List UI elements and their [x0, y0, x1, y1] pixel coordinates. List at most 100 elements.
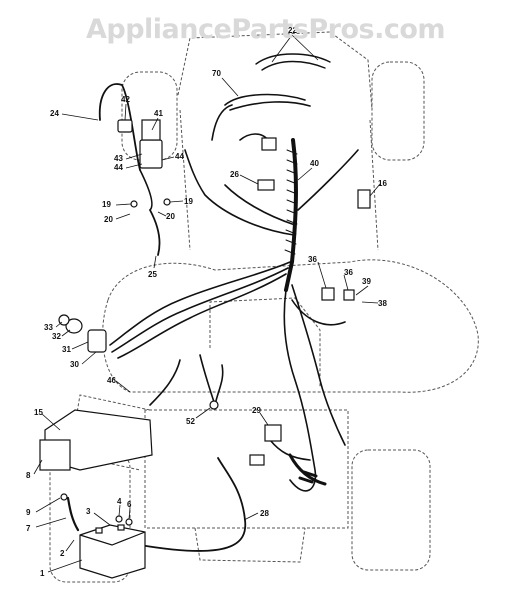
- callout-8: 8: [26, 471, 31, 480]
- rear-left-wheel-outline: [49, 451, 131, 583]
- callout-42: 42: [121, 95, 130, 104]
- leader-22a: [271, 34, 293, 63]
- leader-70: [221, 77, 239, 97]
- main-harness-coil: [284, 149, 298, 255]
- connector-16: [357, 189, 371, 209]
- leader-1: [47, 559, 83, 573]
- leader-3: [93, 512, 111, 526]
- leader-32: [61, 329, 71, 337]
- battery-top: [79, 531, 146, 546]
- frame-right-rail: [369, 119, 379, 251]
- rear-right-wheel-outline: [351, 449, 431, 571]
- callout-labels: 22 70 24 42 41 43 44 44 40 26 16 19 19 2…: [26, 26, 387, 578]
- leader-36a: [317, 261, 327, 289]
- leader-43: [125, 153, 143, 160]
- callout-43: 43: [114, 154, 123, 163]
- front-right-wheel-outline: [371, 61, 425, 161]
- leader-20a: [115, 213, 131, 220]
- leader-20b: [157, 211, 167, 217]
- leader-7: [35, 517, 67, 528]
- leader-42: [124, 103, 127, 121]
- leader-29: [259, 412, 269, 426]
- harness-to-engine-2: [199, 354, 216, 406]
- callout-3: 3: [86, 507, 91, 516]
- rear-fender-outline: [194, 527, 306, 563]
- solenoid: [139, 139, 163, 169]
- leader-lines: [33, 34, 381, 573]
- ring-terminal-9: [60, 493, 68, 501]
- ring-terminal-4: [115, 515, 123, 523]
- leader-44a: [125, 163, 143, 169]
- leader-8: [33, 459, 43, 475]
- cable-25: [149, 209, 161, 256]
- leader-38: [361, 301, 379, 304]
- leader-16: [369, 183, 381, 197]
- connector-26: [257, 179, 275, 191]
- connector-top: [261, 137, 277, 151]
- switch-38: [343, 289, 355, 301]
- relay-42: [117, 119, 133, 133]
- light-bar: [255, 53, 331, 71]
- harness-to-dash-3: [117, 273, 287, 359]
- callout-30: 30: [70, 360, 79, 369]
- callout-1: 1: [40, 569, 45, 578]
- seat-outline: [209, 297, 321, 388]
- seat-switch: [264, 424, 282, 442]
- harness-to-seat-switch: [297, 149, 359, 211]
- leader-44b: [161, 156, 175, 161]
- harness-to-dash-2: [111, 267, 289, 353]
- leader-39: [355, 285, 369, 296]
- battery-lead-9: [66, 496, 80, 532]
- callout-9: 9: [26, 508, 31, 517]
- callout-28: 28: [260, 509, 269, 518]
- ring-terminal-19b: [163, 198, 171, 206]
- harness-coil-rear: [288, 453, 327, 486]
- leader-28: [243, 512, 259, 521]
- starter-wire: [139, 169, 153, 211]
- leader-9: [35, 497, 61, 513]
- callout-44a: 44: [114, 163, 123, 172]
- leader-15: [41, 413, 61, 431]
- seat-switch-plug: [249, 454, 265, 466]
- callout-41: 41: [154, 109, 163, 118]
- leader-52: [195, 407, 211, 419]
- callout-36a: 36: [308, 255, 317, 264]
- leader-30: [81, 351, 97, 365]
- headlight-wire: [224, 93, 311, 111]
- harness-to-dash: [109, 261, 291, 346]
- callout-16: 16: [378, 179, 387, 188]
- leader-46: [115, 380, 131, 393]
- engine-bracket: [39, 439, 71, 471]
- leader-33: [55, 321, 63, 328]
- harness-to-relay-2: [224, 184, 296, 226]
- wiring-harness: [66, 53, 359, 552]
- hood-outline: [177, 31, 373, 111]
- harness-to-pto: [291, 299, 346, 326]
- callout-31: 31: [62, 345, 71, 354]
- leader-24: [61, 113, 99, 121]
- callout-4: 4: [117, 497, 122, 506]
- callout-24: 24: [50, 109, 59, 118]
- callout-38: 38: [378, 299, 387, 308]
- callout-20b: 20: [166, 212, 175, 221]
- ring-terminal-6: [125, 518, 133, 526]
- callout-44b: 44: [175, 152, 184, 161]
- leader-26: [239, 174, 259, 185]
- ground-wire: [214, 364, 224, 406]
- leader-36b: [343, 274, 349, 291]
- callout-32: 32: [52, 332, 61, 341]
- ignition-switch: [87, 329, 107, 353]
- solenoid-bracket: [141, 119, 161, 141]
- leader-4: [118, 504, 121, 517]
- callout-46: 46: [107, 376, 116, 385]
- mower-deck-outline: [102, 259, 479, 393]
- tractor-outline: [49, 31, 479, 583]
- callout-39: 39: [362, 277, 371, 286]
- ignition-key: [65, 318, 83, 334]
- leader-41: [151, 117, 159, 131]
- components: [39, 119, 371, 579]
- battery: [79, 524, 146, 579]
- leader-19a: [115, 203, 132, 206]
- leader-40: [297, 167, 313, 181]
